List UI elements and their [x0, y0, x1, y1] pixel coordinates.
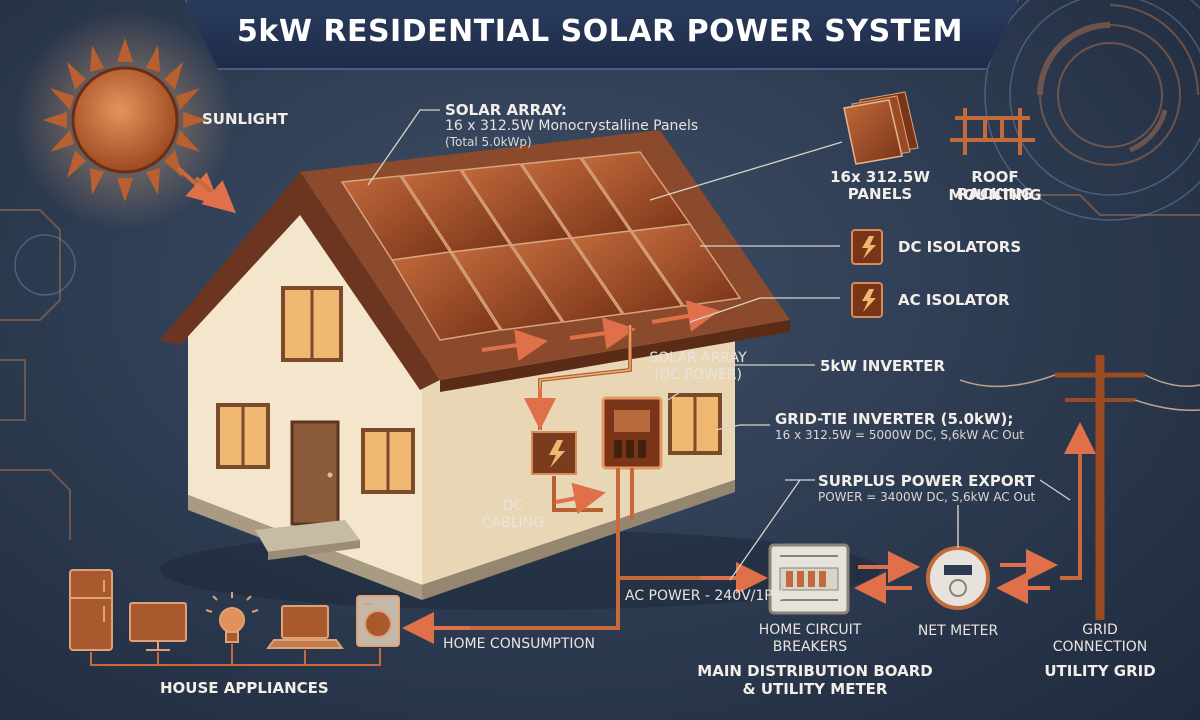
dc-isolators-label: DC ISOLATORS — [898, 238, 1022, 256]
breaker-panel-icon — [768, 543, 850, 615]
panels-label-line2: PANELS — [847, 185, 913, 203]
dc-isolator-icon — [851, 229, 883, 265]
ac-power-label: AC POWER - 240V/1PH — [625, 588, 784, 604]
array-dc-label-line2: (DC POWER) — [654, 367, 742, 383]
dc-cabling-label-line2: CABLING — [481, 515, 545, 531]
solar-panel-array — [340, 151, 742, 341]
net-meter-icon — [926, 505, 990, 610]
solar-panel-stack-icon — [843, 91, 919, 165]
grid-connection-label-line2: CONNECTION — [1052, 639, 1148, 655]
breakers-label-line2: BREAKERS — [772, 639, 848, 655]
mdb-label-line2: & UTILITY METER — [742, 680, 888, 698]
title-banner — [185, 0, 1019, 70]
net-meter-label: NET METER — [917, 623, 999, 639]
ac-isolator-label: AC ISOLATOR — [898, 291, 1010, 309]
grid-connection-label-line1: GRID — [1082, 622, 1118, 638]
laptop-icon — [266, 605, 344, 649]
dc-isolator-box-icon — [531, 431, 577, 475]
home-consumption-label: HOME CONSUMPTION — [443, 636, 596, 652]
ac-isolator-icon — [851, 282, 883, 318]
surplus-sub: POWER = 3400W DC, S,6kW AC Out — [818, 490, 1036, 504]
utility-grid-label: UTILITY GRID — [1044, 662, 1156, 680]
tv-icon — [129, 602, 187, 651]
solar-array-title: SOLAR ARRAY: — [445, 101, 567, 119]
page-title: 5kW RESIDENTIAL SOLAR POWER SYSTEM — [237, 14, 963, 49]
breakers-label-line1: HOME CIRCUIT — [758, 622, 862, 638]
fridge-icon — [69, 569, 113, 651]
solar-array-spec: 16 x 312.5W Monocrystalline Panels — [445, 118, 699, 134]
surplus-title: SURPLUS POWER EXPORT — [818, 472, 1035, 490]
washing-machine-icon — [356, 595, 400, 647]
inverter-icon — [601, 396, 663, 470]
mdb-label-line1: MAIN DISTRIBUTION BOARD — [697, 662, 933, 680]
dc-cabling-label-line1: DC — [502, 498, 524, 514]
light-bulb-icon — [205, 592, 259, 643]
house — [160, 130, 880, 610]
panels-label-line1: 16x 312.5W — [830, 168, 930, 186]
grid-tie-title: GRID-TIE INVERTER (5.0kW); — [775, 410, 1014, 428]
racking-icon — [950, 108, 1035, 155]
solar-array-total: (Total 5.0kWp) — [445, 135, 532, 149]
racking-label-line2: RACKING — [956, 185, 1034, 203]
inverter-label: 5kW INVERTER — [820, 357, 946, 375]
array-dc-label-line1: SOLAR ARRAY — [649, 350, 747, 366]
house-appliances-label: HOUSE APPLIANCES — [160, 679, 329, 697]
grid-tie-sub: 16 x 312.5W = 5000W DC, S,6kW AC Out — [775, 428, 1025, 442]
racking-label-line1: ROOF MOUNTING — [948, 168, 1042, 204]
sunlight-label: SUNLIGHT — [202, 110, 288, 128]
sun-icon — [15, 10, 236, 230]
utility-pole-icon — [959, 355, 1200, 620]
